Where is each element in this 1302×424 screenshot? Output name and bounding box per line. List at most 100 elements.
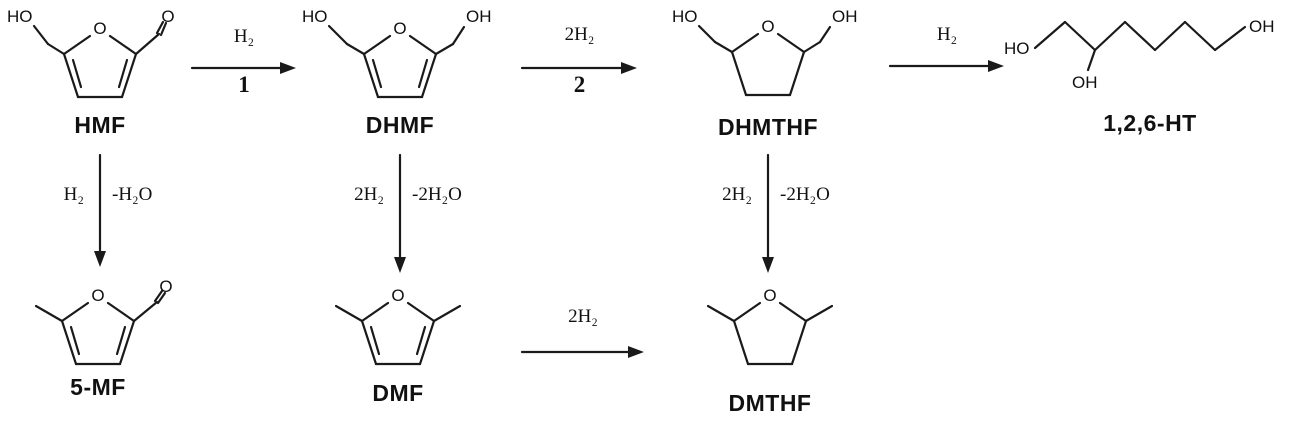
arrow-head <box>394 257 406 273</box>
dmf-ring-oxygen-label: O <box>391 286 404 305</box>
arrow-head <box>280 62 296 74</box>
double-bond-inner <box>371 58 383 89</box>
arrow-head <box>621 62 637 74</box>
bond <box>420 52 438 99</box>
bond <box>802 40 822 54</box>
hydroxymethyl-group <box>434 25 466 56</box>
methyl-bond <box>804 304 834 323</box>
hydroxymethyl-group <box>802 25 832 54</box>
double-bond-inner <box>159 21 168 37</box>
bond <box>345 42 366 56</box>
dhmthf-name: DHMTHF <box>717 114 819 140</box>
aldehyde-group <box>132 289 167 323</box>
double-bond-inner <box>115 325 127 356</box>
bond <box>713 40 734 54</box>
hydroxymethyl-group <box>32 24 66 56</box>
double-bond-inner <box>369 325 381 356</box>
dmf-structure: O <box>334 286 462 366</box>
arrow-dhmthf-to-ht <box>888 60 1004 72</box>
bond <box>732 319 750 366</box>
furan-ring <box>62 34 138 99</box>
double-bond-inner <box>155 20 165 35</box>
bond <box>1213 25 1247 52</box>
dhmthf-structure: HO O OH <box>672 7 858 97</box>
dhmthf-ring-oxygen-label: O <box>761 17 774 36</box>
double-bond-inner <box>69 325 81 356</box>
methyl-bond <box>34 304 64 323</box>
dmf-name: DMF <box>372 380 424 406</box>
methyl-bond <box>432 304 462 323</box>
arrow-dhmf-to-dmf <box>394 153 406 273</box>
bond <box>1123 20 1157 52</box>
hmf-structure: HO O O <box>7 7 175 99</box>
bond <box>360 319 378 366</box>
ht-oh-end-atom-label: OH <box>1249 17 1275 36</box>
hmf-ho-atom-label: HO <box>7 7 33 26</box>
bond <box>434 42 455 56</box>
methyl-bond <box>334 304 364 323</box>
dhmf-name: DHMF <box>365 112 435 138</box>
furan-ring <box>362 34 438 99</box>
bond <box>62 34 92 56</box>
arrow-hmf-to-dhmf <box>190 62 296 74</box>
mf5-aldehyde-oxygen-label: O <box>159 277 172 296</box>
bond <box>1153 20 1187 52</box>
dmthf-structure: O <box>706 286 834 366</box>
double-bond-inner <box>153 289 164 303</box>
hexane-chain <box>1033 20 1247 72</box>
bond <box>360 301 390 323</box>
bond <box>362 34 392 56</box>
bond <box>406 301 436 323</box>
byproduct-label: -2H₂O <box>412 184 462 205</box>
bond <box>451 25 466 46</box>
double-bond-inner <box>71 58 83 89</box>
dhmthf-ho-atom-label: HO <box>672 7 698 26</box>
step-number-1: 1 <box>238 72 250 97</box>
byproduct-label: -H₂O <box>112 184 153 205</box>
bond <box>132 300 159 323</box>
bond <box>60 319 78 366</box>
dhmf-ring-oxygen-label: O <box>393 19 406 38</box>
bond <box>46 42 66 56</box>
bond <box>1093 20 1127 52</box>
double-bond-inner <box>417 58 429 89</box>
furan-ring <box>60 301 136 366</box>
reagent-label: H₂ <box>63 184 84 205</box>
bond <box>118 319 136 366</box>
tetrahydrofuran-ring <box>732 301 808 366</box>
dmthf-ring-oxygen-label: O <box>763 286 776 305</box>
bond <box>818 25 832 44</box>
bond <box>106 301 136 323</box>
reagent-label: 2H₂ <box>568 306 598 327</box>
bond <box>788 50 806 97</box>
bond <box>732 301 762 323</box>
bond <box>778 301 808 323</box>
arrow-head <box>628 346 644 358</box>
dhmf-structure: HO O OH <box>302 7 492 99</box>
bond <box>120 52 138 99</box>
bond <box>327 24 349 46</box>
bond <box>418 319 436 366</box>
bond <box>1063 20 1097 52</box>
methyl-bond <box>706 304 736 323</box>
bond <box>32 24 50 46</box>
hydroxymethyl-group <box>697 24 734 54</box>
bond <box>408 34 438 56</box>
reagent-label: H₂ <box>936 24 958 45</box>
ht-ho-atom-label: HO <box>1004 39 1030 58</box>
dhmthf-oh-atom-label: OH <box>832 7 858 26</box>
reagent-label: 2H₂ <box>354 184 384 205</box>
mf5-ring-oxygen-label: O <box>91 286 104 305</box>
reagent-label: 2H₂ <box>722 184 752 205</box>
hydroxymethyl-group <box>327 24 366 56</box>
bond <box>1086 48 1097 72</box>
double-bond-inner <box>156 291 167 305</box>
ht-oh-mid-atom-label: OH <box>1072 73 1098 92</box>
bond <box>62 52 80 99</box>
bond <box>697 24 717 44</box>
bond <box>60 301 90 323</box>
hmf-aldehyde-oxygen-label: O <box>161 7 174 26</box>
double-bond-inner <box>117 58 129 89</box>
aldehyde-group <box>134 20 168 56</box>
